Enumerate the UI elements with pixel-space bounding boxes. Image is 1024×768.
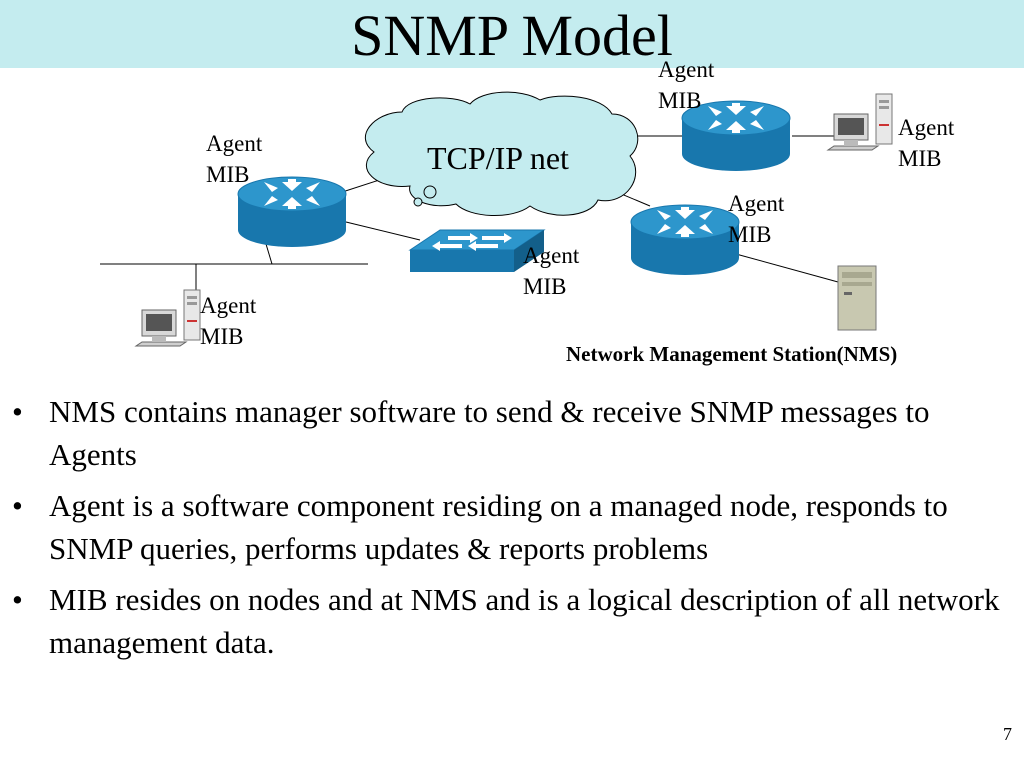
mib-text: MIB xyxy=(206,162,250,187)
agent-mib-label-left-router: Agent MIB xyxy=(206,128,262,190)
agent-text: Agent xyxy=(200,293,257,318)
agent-text: Agent xyxy=(898,115,955,140)
agent-text: Agent xyxy=(206,131,263,156)
mib-text: MIB xyxy=(898,146,942,171)
nms-caption: Network Management Station(NMS) xyxy=(566,342,898,366)
mib-text: MIB xyxy=(523,274,567,299)
page-number: 7 xyxy=(1003,724,1012,744)
mib-text: MIB xyxy=(200,324,244,349)
bullet-text: MIB resides on nodes and at NMS and is a… xyxy=(49,582,1000,660)
bullet-marker: • xyxy=(12,488,23,523)
agent-text: Agent xyxy=(728,191,785,216)
bullet-list: • NMS contains manager software to send … xyxy=(12,390,1012,672)
mib-text: MIB xyxy=(728,222,772,247)
bullet-marker: • xyxy=(12,394,23,429)
title-band xyxy=(0,0,1024,68)
switch-icon xyxy=(408,229,546,272)
bullet-item: • Agent is a software component residing… xyxy=(12,484,1012,570)
bullet-marker: • xyxy=(12,582,23,617)
bullet-item: • MIB resides on nodes and at NMS and is… xyxy=(12,578,1012,664)
bullet-item: • NMS contains manager software to send … xyxy=(12,390,1012,476)
cloud-label: TCP/IP net xyxy=(427,140,569,176)
agent-mib-label-switch: Agent MIB xyxy=(523,240,579,302)
router-middle-right-icon xyxy=(630,204,740,276)
agent-mib-label-bottom-left-pc: Agent MIB xyxy=(200,290,256,352)
agent-mib-label-middle-router: Agent MIB xyxy=(728,188,784,250)
agent-mib-label-top-router: Agent MIB xyxy=(658,54,714,116)
bullet-text: Agent is a software component residing o… xyxy=(49,488,948,566)
slide-title: SNMP Model xyxy=(351,3,673,68)
bullet-text: NMS contains manager software to send & … xyxy=(49,394,930,472)
tcpip-cloud xyxy=(364,91,639,216)
workstation-top-right-icon xyxy=(827,93,893,151)
nms-server-icon xyxy=(837,265,877,331)
agent-text: Agent xyxy=(658,57,715,82)
agent-mib-label-top-right-pc: Agent MIB xyxy=(898,112,954,174)
mib-text: MIB xyxy=(658,88,702,113)
agent-text: Agent xyxy=(523,243,580,268)
workstation-bottom-left-icon xyxy=(135,289,201,347)
